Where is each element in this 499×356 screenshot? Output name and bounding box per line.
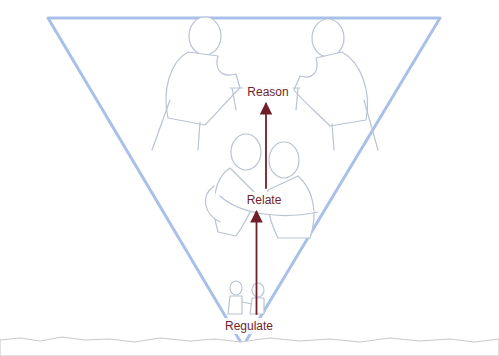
level-label: Regulate xyxy=(221,318,277,334)
figure-sketches xyxy=(152,17,378,314)
triangle-outline xyxy=(48,18,440,346)
level-text: Relate xyxy=(247,193,282,207)
level-text: Reason xyxy=(247,85,288,99)
level-label: Reason xyxy=(243,84,292,100)
up-arrow xyxy=(256,211,258,315)
level-text: Regulate xyxy=(225,319,273,333)
up-arrow xyxy=(265,103,267,189)
level-label: Relate xyxy=(243,192,286,208)
torn-edge xyxy=(0,337,499,356)
